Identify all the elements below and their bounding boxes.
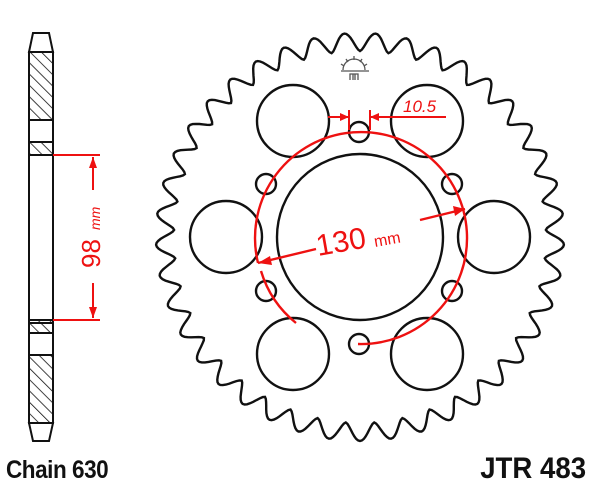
pcd-dimension bbox=[253, 130, 469, 346]
sprocket-teeth bbox=[154, 32, 566, 443]
lightening-holes bbox=[188, 83, 532, 392]
part-number: JTR 483 bbox=[480, 452, 586, 485]
brand-logo-icon bbox=[340, 56, 369, 80]
thickness-unit: mm bbox=[87, 206, 103, 230]
bolt-hole-value: 10.5 bbox=[403, 97, 437, 116]
side-profile bbox=[27, 32, 55, 442]
bolt-hole-dimension bbox=[328, 110, 446, 130]
thickness-dimension bbox=[53, 154, 100, 321]
pcd-value: 130 bbox=[313, 222, 368, 263]
center-bore bbox=[275, 152, 445, 322]
thickness-value: 98 bbox=[76, 239, 106, 268]
pcd-unit: mm bbox=[373, 230, 402, 251]
chain-label: Chain 630 bbox=[6, 456, 109, 484]
